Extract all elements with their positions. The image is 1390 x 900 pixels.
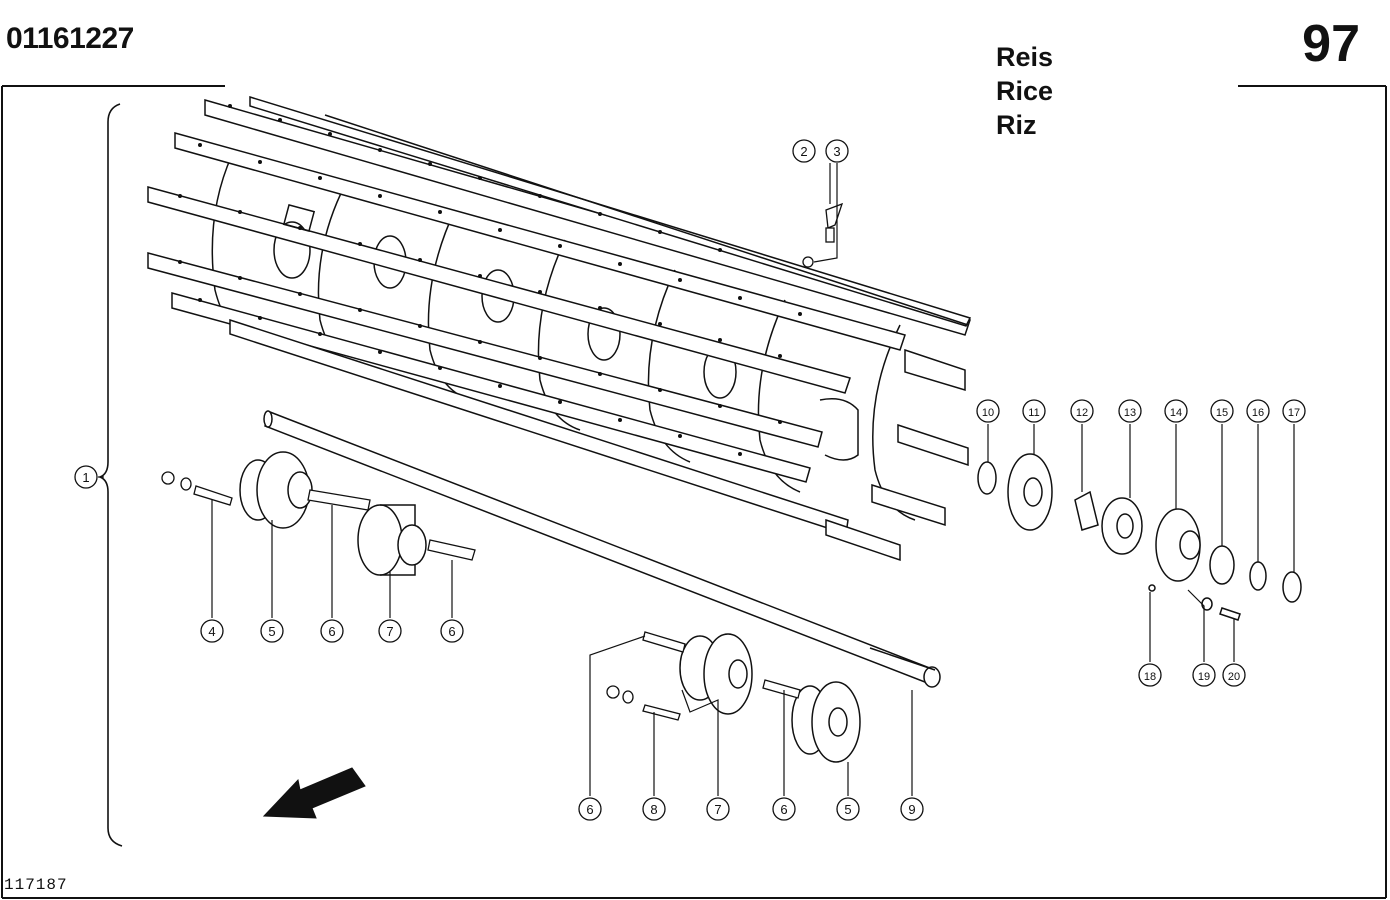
variant-label-fr: Riz [996, 110, 1037, 140]
callout-6d: 6 [772, 797, 796, 821]
callout-bubbles: 1 2 3 4 5 6 7 6 10 11 12 13 14 15 16 17 … [74, 139, 1306, 821]
svg-text:5: 5 [268, 624, 275, 639]
variant-label-en: Rice [996, 76, 1054, 106]
flange-bottom [791, 681, 861, 763]
callout-12: 12 [1070, 399, 1094, 423]
callout-4: 4 [200, 619, 224, 643]
callout-10: 10 [976, 399, 1000, 423]
callout-14: 14 [1164, 399, 1188, 423]
callout-13: 13 [1118, 399, 1142, 423]
drawing-id: 117187 [4, 876, 68, 894]
svg-text:6: 6 [780, 802, 787, 817]
callout-5b: 5 [836, 797, 860, 821]
svg-text:15: 15 [1216, 407, 1228, 419]
svg-text:11: 11 [1028, 407, 1039, 419]
svg-text:20: 20 [1228, 671, 1240, 683]
callout-1: 1 [74, 465, 98, 489]
svg-text:16: 16 [1252, 407, 1264, 419]
svg-text:7: 7 [386, 624, 393, 639]
svg-text:8: 8 [650, 802, 657, 817]
bearing-parts [977, 453, 1302, 621]
assembly-bracket [97, 103, 123, 847]
callout-2: 2 [792, 139, 816, 163]
svg-text:6: 6 [328, 624, 335, 639]
callout-3: 3 [825, 139, 849, 163]
svg-text:1: 1 [82, 470, 89, 485]
main-shaft [263, 410, 941, 688]
drum-assembly [147, 95, 972, 562]
svg-text:6: 6 [448, 624, 455, 639]
svg-text:7: 7 [714, 802, 721, 817]
document-number: 01161227 [6, 22, 134, 55]
hub-bottom [679, 633, 753, 715]
fasteners-bottom [606, 631, 801, 721]
svg-text:2: 2 [800, 144, 807, 159]
leader-lines [98, 163, 1295, 796]
hub-left [357, 504, 427, 576]
svg-text:10: 10 [982, 407, 994, 419]
callout-18: 18 [1138, 663, 1162, 687]
svg-text:18: 18 [1144, 671, 1156, 683]
callout-6c: 6 [578, 797, 602, 821]
svg-text:13: 13 [1124, 407, 1136, 419]
direction-arrow-icon [262, 767, 366, 819]
variant-labels: Reis Rice Riz [996, 40, 1053, 142]
callout-15: 15 [1210, 399, 1234, 423]
callout-6: 6 [320, 619, 344, 643]
callout-16: 16 [1246, 399, 1270, 423]
callout-5: 5 [260, 619, 284, 643]
svg-text:3: 3 [833, 144, 840, 159]
svg-text:17: 17 [1288, 407, 1300, 419]
svg-text:9: 9 [908, 802, 915, 817]
callout-6b: 6 [440, 619, 464, 643]
callout-8: 8 [642, 797, 666, 821]
page-border [1, 85, 1387, 899]
flange-left [239, 451, 313, 529]
svg-text:14: 14 [1170, 407, 1182, 419]
svg-text:4: 4 [208, 624, 215, 639]
svg-text:19: 19 [1198, 671, 1210, 683]
callout-19: 19 [1192, 663, 1216, 687]
callout-7b: 7 [706, 797, 730, 821]
callout-17: 17 [1282, 399, 1306, 423]
fasteners-left [161, 471, 476, 561]
callout-9: 9 [900, 797, 924, 821]
svg-text:5: 5 [844, 802, 851, 817]
svg-text:6: 6 [586, 802, 593, 817]
callout-11: 11 [1022, 399, 1046, 423]
variant-label-de: Reis [996, 42, 1054, 72]
callout-20: 20 [1222, 663, 1246, 687]
svg-text:12: 12 [1076, 407, 1088, 419]
callout-7: 7 [378, 619, 402, 643]
page-number: 97 [1302, 15, 1360, 73]
